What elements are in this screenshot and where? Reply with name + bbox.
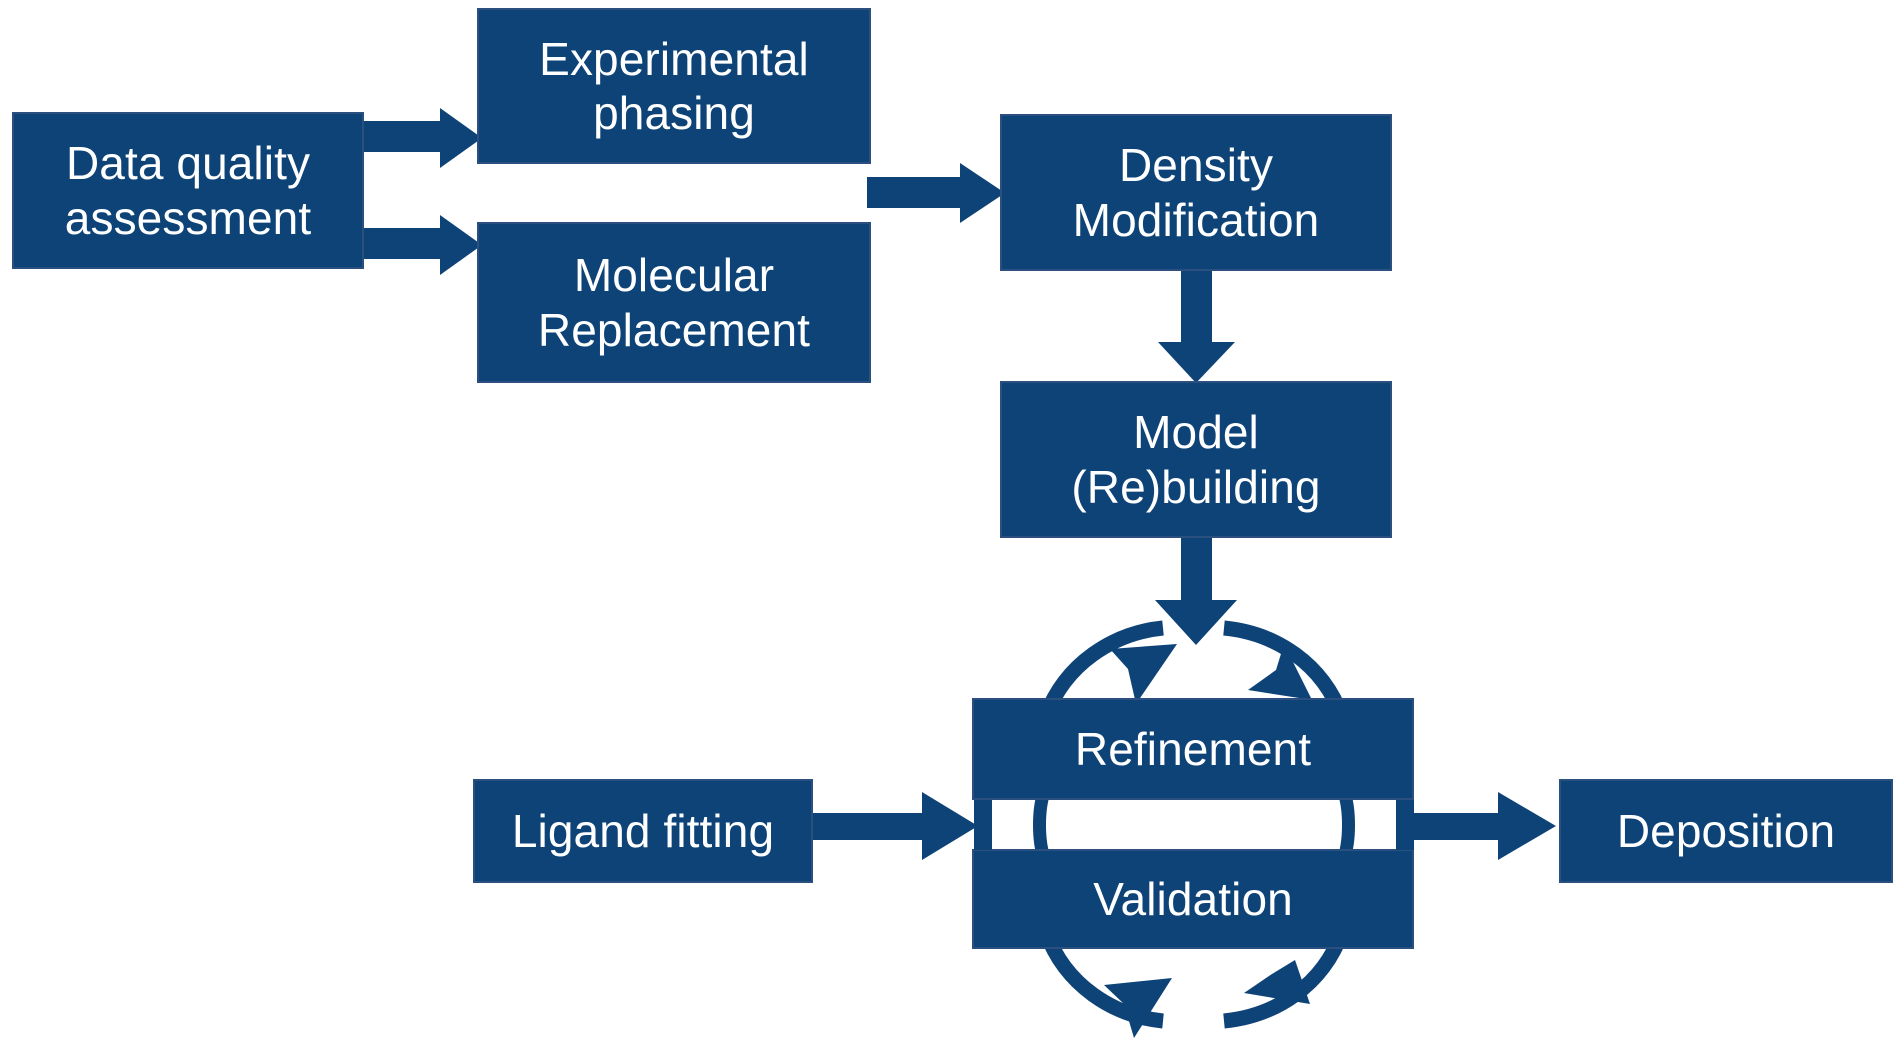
arrow-phasing-to-density-modification	[867, 163, 1005, 223]
node-density-modification[interactable]: Density Modification	[1000, 114, 1392, 271]
arrow-dq-to-molecular-replacement	[358, 215, 482, 275]
cycle-gap-cap-left	[974, 800, 992, 850]
node-validation[interactable]: Validation	[972, 849, 1414, 949]
node-data-quality-assessment[interactable]: Data quality assessment	[12, 112, 364, 269]
node-experimental-phasing[interactable]: Experimental phasing	[477, 8, 871, 164]
arrow-cycle-to-deposition	[1400, 792, 1556, 860]
cycle-gap-cap-right	[1396, 800, 1414, 850]
node-deposition[interactable]: Deposition	[1559, 779, 1893, 883]
node-ligand-fitting[interactable]: Ligand fitting	[473, 779, 813, 883]
arrow-model-to-cycle	[1155, 534, 1237, 645]
arrow-ligand-to-cycle	[809, 792, 978, 860]
node-model-rebuilding[interactable]: Model (Re)building	[1000, 381, 1392, 538]
arrow-density-to-model-rebuilding	[1158, 267, 1235, 383]
arrow-dq-to-experimental-phasing	[358, 108, 482, 168]
node-refinement[interactable]: Refinement	[972, 698, 1414, 800]
node-molecular-replacement[interactable]: Molecular Replacement	[477, 222, 871, 383]
